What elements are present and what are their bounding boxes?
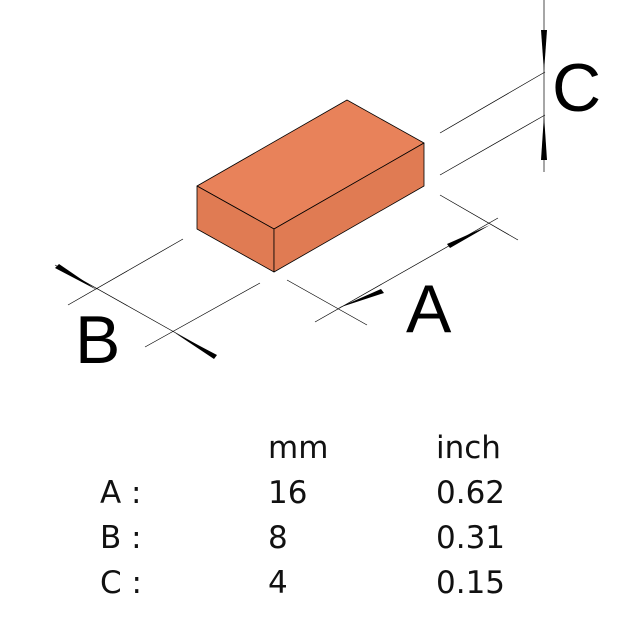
arrowheads [55, 30, 547, 359]
row-mm-value: 16 [268, 474, 308, 511]
ext-line-a-right [439, 194, 519, 241]
row-inch-value: 0.62 [436, 474, 506, 511]
brick-side-face [273, 142, 425, 273]
brick-illustration [196, 99, 425, 273]
row-inch-value: 0.15 [436, 564, 506, 601]
arrowhead-c-bottom [541, 115, 547, 160]
table-row: A : 16 0.62 [100, 470, 556, 515]
table-header-name [100, 425, 268, 470]
row-inch-value: 0.31 [436, 519, 506, 556]
row-label: A : [100, 474, 142, 511]
row-mm-value: 8 [268, 519, 288, 556]
table-header-row: mm inch [100, 425, 556, 470]
table-row: C : 4 0.15 [100, 560, 556, 605]
row-mm-value: 4 [268, 564, 288, 601]
dimension-label-a: A [406, 271, 452, 347]
ext-line-b-front [144, 282, 261, 348]
ext-line-a-left [286, 279, 368, 326]
dimension-label-c: C [552, 50, 601, 126]
extension-lines [67, 71, 546, 348]
dimension-diagram: A B C [54, 0, 601, 378]
table-row: B : 8 0.31 [100, 515, 556, 560]
arrowhead-a-left [338, 289, 384, 308]
arrowhead-b-front [175, 333, 217, 359]
arrowhead-c-top [541, 30, 547, 72]
dimension-label-b: B [75, 302, 120, 378]
arrowhead-a-right [447, 225, 490, 248]
arrowhead-b-back [55, 264, 97, 290]
row-label: B : [100, 519, 142, 556]
table-header-inch: inch [436, 429, 501, 466]
ext-line-b-back [67, 238, 184, 306]
ext-line-c-top [439, 71, 546, 134]
row-label: C : [100, 564, 142, 601]
ext-line-c-bottom [439, 114, 546, 176]
dimensions-table: mm inch A : 16 0.62 B : 8 0.31 C : 4 0.1… [100, 425, 556, 605]
table-header-mm: mm [268, 429, 329, 466]
